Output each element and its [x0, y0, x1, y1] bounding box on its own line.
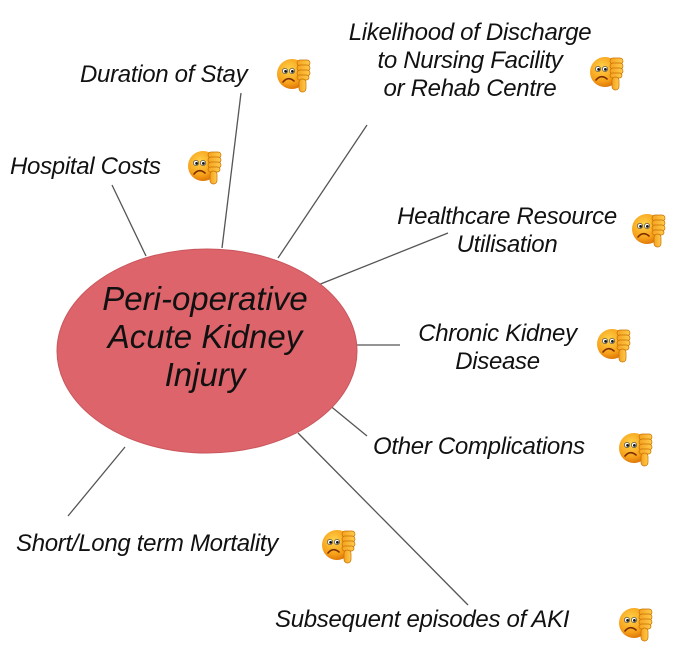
thumbs-down-sad-face-icon	[617, 603, 657, 643]
connector-discharge-likelihood	[277, 124, 368, 259]
node-label-line: Disease	[455, 348, 540, 375]
thumbs-down-sad-face-icon	[275, 54, 315, 94]
connector-other-complications	[327, 403, 368, 437]
node-label-line: Healthcare Resource	[397, 203, 617, 230]
node-label: Short/Long term Mortality	[16, 530, 278, 557]
connector-healthcare-resource	[317, 232, 449, 286]
node-other-complications: Other Complications	[373, 433, 585, 461]
connector-subsequent-aki	[297, 432, 469, 606]
center-node-label: Peri-operative Acute Kidney Injury	[45, 280, 365, 394]
thumbs-down-sad-face-icon	[186, 146, 226, 186]
center-node-ellipse	[56, 248, 358, 454]
node-chronic-kidney-disease: Chronic Kidney Disease	[405, 320, 590, 376]
node-label-line: to Nursing Facility	[377, 47, 563, 74]
connector-duration-of-stay	[221, 92, 242, 249]
node-healthcare-resource: Healthcare Resource Utilisation	[378, 203, 636, 259]
thumbs-down-sad-face-icon	[595, 324, 635, 364]
thumbs-down-sad-face-icon	[630, 209, 670, 249]
thumbs-down-sad-face-icon	[320, 525, 360, 565]
connector-mortality	[67, 446, 126, 517]
node-discharge-likelihood: Likelihood of Discharge to Nursing Facil…	[330, 19, 610, 103]
node-label-line: Likelihood of Discharge	[348, 19, 592, 46]
center-line-1: Peri-operative	[102, 280, 308, 317]
node-label: Duration of Stay	[80, 61, 248, 88]
node-label-line: Utilisation	[456, 231, 558, 258]
thumbs-down-sad-face-icon	[617, 428, 657, 468]
node-subsequent-aki: Subsequent episodes of AKI	[275, 606, 570, 634]
node-label-line: Chronic Kidney	[418, 320, 577, 347]
node-label-line: or Rehab Centre	[383, 75, 557, 102]
center-line-2: Acute Kidney	[107, 318, 303, 355]
thumbs-down-sad-face-icon	[588, 52, 628, 92]
node-label: Other Complications	[373, 433, 585, 460]
node-mortality: Short/Long term Mortality	[16, 530, 278, 558]
node-label: Hospital Costs	[10, 153, 161, 180]
node-hospital-costs: Hospital Costs	[10, 153, 161, 181]
center-line-3: Injury	[164, 356, 246, 393]
connector-hospital-costs	[111, 184, 147, 257]
node-label: Subsequent episodes of AKI	[275, 606, 570, 633]
node-duration-of-stay: Duration of Stay	[80, 61, 248, 89]
